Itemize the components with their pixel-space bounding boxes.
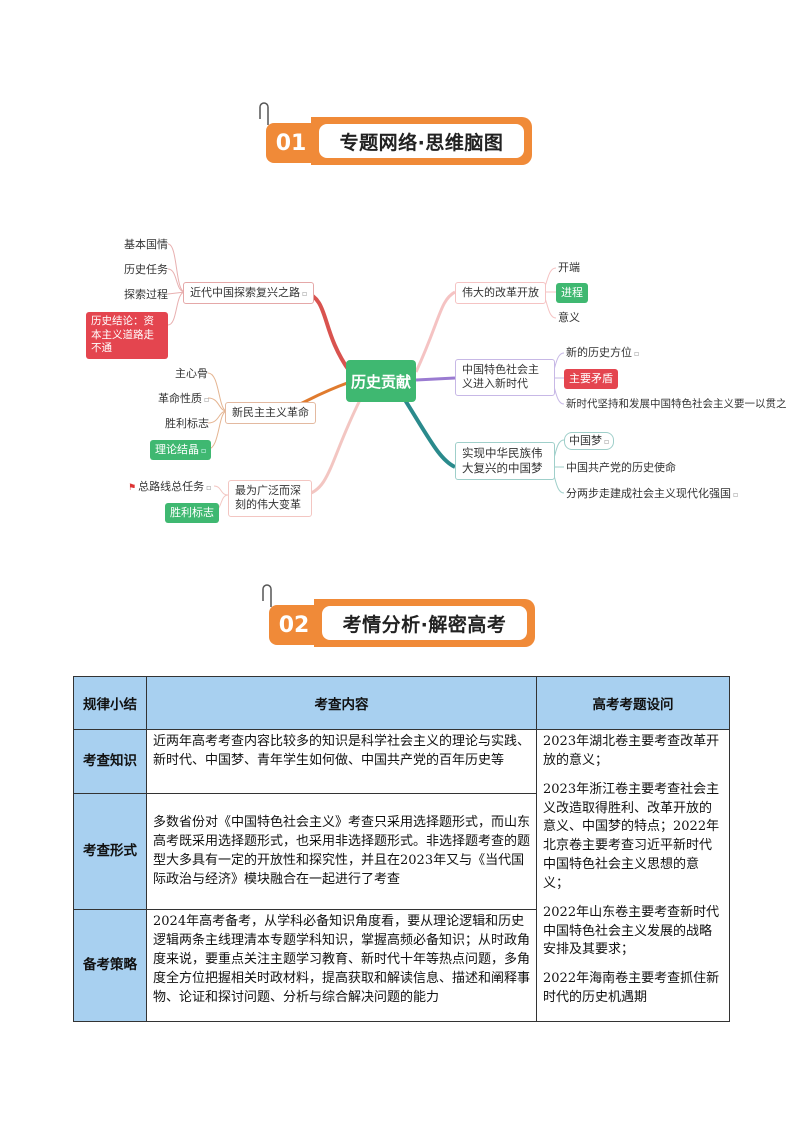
node-dream: 实现中华民族伟大复兴的中国梦 [455,442,555,480]
node-change-tag: 胜利标志 [165,503,219,524]
node-newdemo-child-2: 胜利标志 [165,417,209,430]
section-header-1: 专题网络·思维脑图 01 [259,102,532,167]
mind-map-branches [167,243,565,512]
node-dream-child-2: 分两步走建成社会主义现代化强国▫ [566,487,739,500]
row-head: 考查形式 [73,793,147,911]
node-newera: 中国特色社会主义进入新时代 [455,359,555,396]
question-cell: 2023年湖北卷主要考查改革开放的意义； 2023年浙江卷主要考查社会主义改造取… [536,729,730,1022]
note-icon: ▫ [302,289,308,298]
flag-icon: ⚑ [128,483,137,493]
node-newdemo-tag: 理论结晶▫ [150,440,212,461]
node-road-conclusion: 历史结论：资本主义道路走不通 [86,312,168,359]
paperclip-icon [262,584,272,607]
node-road-child-2: 探索过程 [124,288,168,301]
node-change: 最为广泛而深刻的伟大变革 [228,480,312,517]
section-title: 专题网络·思维脑图 [319,124,524,158]
note-icon: ▫ [201,446,207,455]
node-road-child-0: 基本国情 [124,238,168,251]
section-number: 01 [266,123,316,163]
section-title: 考情分析·解密高考 [322,606,527,640]
question-item: 2022年海南卷主要考查抓住新时代的历史机遇期 [543,971,720,1006]
question-item: 2023年湖北卷主要考查改革开放的意义； [543,734,720,768]
node-reform-child-0: 开端 [558,261,580,274]
node-newera-child-2: 新时代坚持和发展中国特色社会主义要一以贯之 [566,398,787,410]
note-icon: ▫ [604,437,610,446]
node-newdemo-child-0: 主心骨 [175,367,208,380]
note-icon: ▫ [206,483,212,492]
node-reform-child-2: 意义 [558,311,580,324]
node-newdemo: 新民主主义革命 [225,402,316,425]
note-icon: ▫ [733,490,739,499]
section-header-2: 考情分析·解密高考 02 [262,584,535,649]
node-newera-child-1: 主要矛盾 [564,369,618,390]
node-dream-child-1: 中国共产党的历史使命 [566,461,676,474]
question-item: 2023年浙江卷主要考查社会主义改造取得胜利、改革开放的意义、中国梦的特点；20… [543,781,720,891]
row-content: 多数省份对《中国特色社会主义》考查只采用选择题形式，而山东高考既采用选择题形式，… [146,793,537,911]
mind-map-center: 历史贡献 [346,360,416,402]
exam-analysis-table: 规律小结 考查内容 高考考题设问 考查知识 近两年高考考查内容比较多的知识是科学… [73,676,730,1022]
table-row: 考查形式 多数省份对《中国特色社会主义》考查只采用选择题形式，而山东高考既采用选… [73,793,730,911]
node-reform: 伟大的改革开放 [455,282,546,305]
node-reform-child-1: 进程 [556,283,588,304]
table-header-row: 规律小结 考查内容 高考考题设问 [73,676,730,730]
question-item: 2022年山东卷主要考查新时代中国特色社会主义发展的战略安排及其要求； [543,904,720,958]
row-content: 2024年高考备考，从学科必备知识角度看，要从理论逻辑和历史逻辑两条主线理清本专… [146,909,537,1022]
row-head: 备考策略 [73,909,147,1022]
mind-map: 历史贡献 近代中国探索复兴之路▫ 基本国情 历史任务 探索过程 历史结论：资本主… [0,0,800,560]
node-road-child-1: 历史任务 [124,263,168,276]
table-header: 规律小结 [73,676,147,730]
section-number: 02 [269,605,319,645]
table-header: 考查内容 [146,676,537,730]
table-row: 考查知识 近两年高考考查内容比较多的知识是科学社会主义的理论与实践、新时代、中国… [73,728,730,1022]
node-newera-child-0: 新的历史方位▫ [566,346,640,359]
table-row: 备考策略 2024年高考备考，从学科必备知识角度看，要从理论逻辑和历史逻辑两条主… [73,909,730,1022]
node-road: 近代中国探索复兴之路▫ [183,282,315,305]
row-content: 近两年高考考查内容比较多的知识是科学社会主义的理论与实践、新时代、中国梦、青年学… [146,728,537,795]
row-head: 考查知识 [73,728,147,795]
note-icon: ▫ [204,395,210,404]
node-newdemo-child-1: 革命性质▫ [158,392,210,405]
node-dream-child-0: 中国梦▫ [564,432,615,451]
table-header: 高考考题设问 [536,676,730,730]
node-change-child: ⚑总路线总任务▫ [128,480,212,493]
note-icon: ▫ [634,349,640,358]
paperclip-icon [259,102,269,125]
